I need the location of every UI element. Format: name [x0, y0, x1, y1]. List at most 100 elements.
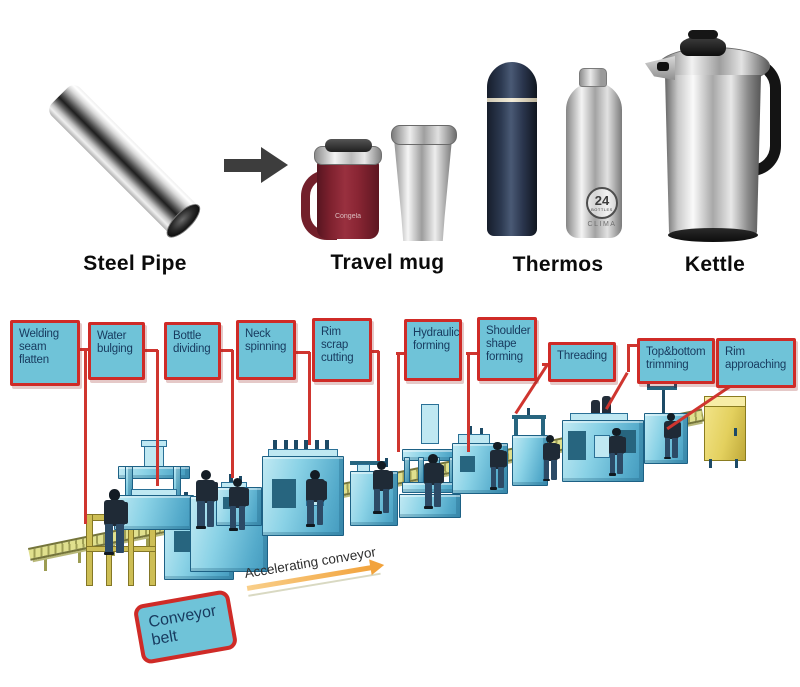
connector-stub [294, 351, 310, 354]
connector-line [156, 350, 159, 486]
worker-part [316, 500, 324, 526]
worker-figure [606, 428, 627, 480]
worker-part [230, 506, 237, 530]
connector-stub [466, 352, 478, 355]
worker-part [387, 471, 393, 489]
station-label-hydraulic-forming: Hydraulic forming [404, 319, 462, 381]
connector-stub [143, 349, 158, 352]
worker-part [612, 428, 621, 437]
worker-part [103, 551, 115, 556]
connector-line [467, 352, 470, 452]
worker-part [439, 464, 445, 483]
shoulder-shape-forming-machine-part [480, 428, 484, 436]
worker-part [542, 442, 558, 461]
threading-machine-part [568, 431, 586, 460]
worker-part [609, 453, 616, 475]
worker-part [663, 456, 671, 459]
worker-figure [540, 435, 560, 485]
worker-part [621, 437, 627, 453]
neck-spinning-machine-part [271, 479, 296, 508]
worker-part [115, 524, 124, 554]
worker-part [374, 489, 381, 513]
threading-prep-machine-part [527, 408, 531, 416]
worker-part [551, 459, 557, 480]
connector-line [377, 351, 380, 461]
bottle-model-text: CLIMA [587, 221, 617, 228]
worker-part [546, 435, 554, 443]
station-label-threading: Threading [548, 342, 616, 382]
threading-prep-machine-part [513, 414, 518, 437]
worker-part [228, 528, 238, 532]
neck-spinning-machine-part [294, 440, 298, 453]
rim-approaching-cabinet-part [734, 428, 737, 437]
worker-part [207, 501, 215, 527]
worker-part [672, 437, 678, 458]
station-label-rim-approaching: Rim approaching [716, 338, 796, 388]
worker-part [372, 469, 391, 491]
worker-part [197, 501, 205, 527]
station-label-bottle-dividing: Bottle dividing [164, 322, 221, 380]
worker-figure [421, 454, 445, 514]
connector-line [397, 352, 400, 452]
worker-part [428, 454, 438, 464]
worker-part [121, 501, 129, 524]
worker-part [493, 442, 502, 451]
connector-line [84, 349, 87, 524]
bottle-logo-number: 24 [594, 193, 610, 208]
connector-line [627, 344, 630, 372]
conveyor-leg [146, 532, 149, 549]
worker-part [103, 499, 126, 526]
worker-figure [487, 442, 508, 494]
connector-stub [368, 350, 379, 353]
worker-part [498, 467, 505, 489]
accelerating-arrow-head-icon [369, 557, 386, 576]
steel-bottle-cap [579, 68, 607, 87]
threading-machine [562, 396, 644, 482]
steel-pipe-label: Steel Pipe [83, 252, 187, 275]
worker-part [372, 511, 382, 515]
conveyor-leg [44, 553, 47, 571]
transform-arrow-icon [224, 159, 261, 172]
travel-mug-lid-top [325, 139, 372, 152]
bottle-dividing-machine-part [229, 474, 234, 484]
connector-stub [219, 349, 233, 352]
neck-spinning-machine-part [273, 440, 278, 453]
worker-part [306, 479, 325, 502]
worker-figure [193, 470, 219, 534]
worker-part [543, 459, 549, 480]
rim-approaching-cabinet [704, 396, 746, 468]
worker-part [307, 500, 315, 526]
rim-scrap-cutting-machine-part [384, 458, 388, 468]
kettle-image [665, 75, 761, 237]
connector-stub [627, 344, 639, 347]
top-bottom-trimming-machine-part [647, 386, 677, 391]
kettle-thumb-lever [657, 62, 669, 71]
worker-part [376, 461, 387, 471]
worker-figure [303, 470, 328, 532]
worker-part [424, 463, 442, 485]
conveyor-leg [78, 546, 81, 564]
worker-part [664, 437, 670, 458]
connector-stub [74, 348, 88, 351]
worker-part [382, 489, 390, 513]
worker-part [489, 487, 498, 490]
tumbler-lid [391, 125, 457, 145]
hydraulic-forming-machine-part [421, 404, 439, 445]
thermos-flask-image [487, 62, 537, 236]
thermos-label: Thermos [512, 253, 604, 276]
kettle-label: Kettle [684, 253, 746, 276]
station-label-shoulder-shape-forming: Shoulder shape forming [477, 317, 537, 381]
worker-part [238, 506, 246, 530]
neck-spinning-machine [262, 440, 344, 536]
worker-part [108, 489, 121, 501]
worker-figure [370, 461, 393, 519]
threading-machine-part [590, 400, 600, 419]
worker-part [425, 483, 432, 508]
rim-scrap-cutting-machine-part [350, 460, 387, 465]
transform-arrow-head-icon [261, 147, 288, 183]
water-bulging-machine-part [141, 440, 167, 447]
neck-spinning-machine-part [304, 440, 309, 453]
tumbler-image [394, 141, 452, 241]
